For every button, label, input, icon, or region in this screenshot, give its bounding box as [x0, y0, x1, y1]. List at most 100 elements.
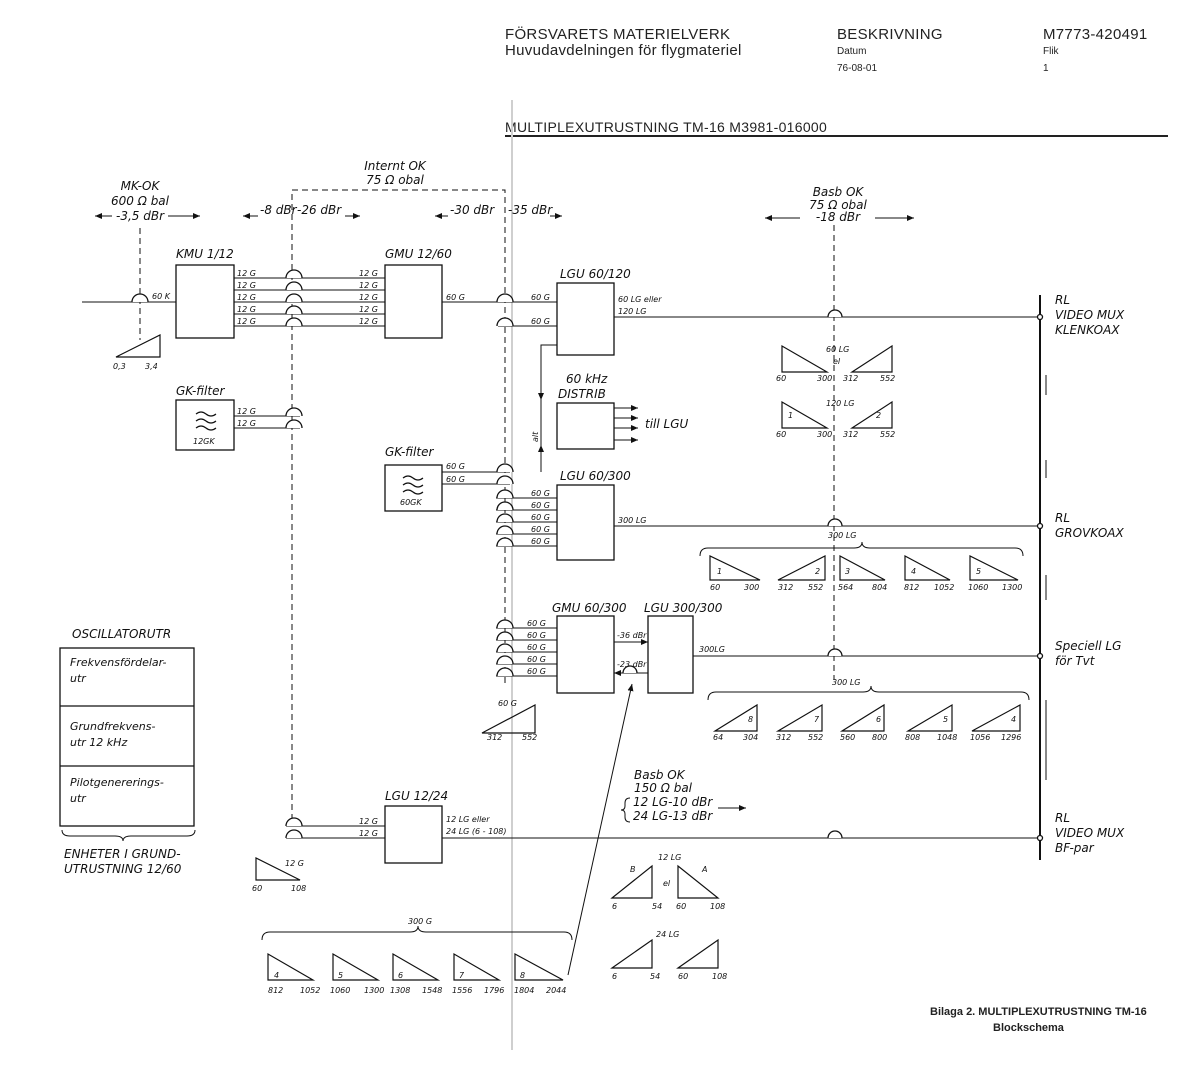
svg-text:2044: 2044	[546, 986, 566, 995]
division-name: Huvudavdelningen för flygmateriel	[505, 42, 742, 59]
svg-text:6: 6	[612, 972, 617, 981]
svg-text:1052: 1052	[934, 583, 954, 592]
svg-text:12 G: 12 G	[359, 293, 378, 302]
svg-text:300: 300	[817, 374, 832, 383]
svg-text:108: 108	[710, 902, 725, 911]
svg-text:6: 6	[876, 715, 881, 724]
svg-text:120 LG: 120 LG	[826, 399, 854, 408]
document-header: FÖRSVARETS MATERIELVERK Huvudavdelningen…	[0, 0, 1200, 140]
svg-text:64: 64	[713, 733, 723, 742]
svg-text:5: 5	[976, 567, 981, 576]
svg-text:12 G: 12 G	[237, 293, 256, 302]
svg-text:24 LG-13 dBr: 24 LG-13 dBr	[633, 809, 713, 823]
svg-text:0,3: 0,3	[113, 362, 126, 371]
svg-text:B: B	[630, 865, 636, 874]
svg-text:560: 560	[840, 733, 855, 742]
svg-text:12 LG eller: 12 LG eller	[446, 815, 490, 824]
till-lgu-label: till LGU	[645, 417, 689, 431]
svg-text:60: 60	[776, 430, 786, 439]
svg-text:Grundfrekvens-: Grundfrekvens-	[70, 720, 155, 733]
oscillator-box	[59, 647, 195, 827]
svg-text:1300: 1300	[1002, 583, 1022, 592]
svg-text:24 LG (6 - 108): 24 LG (6 - 108)	[446, 827, 507, 836]
svg-text:1308: 1308	[390, 986, 410, 995]
svg-text:12 G: 12 G	[359, 829, 378, 838]
svg-text:1804: 1804	[514, 986, 534, 995]
svg-text:552: 552	[880, 430, 895, 439]
svg-text:-3,5 dBr: -3,5 dBr	[116, 209, 165, 223]
svg-text:12 G: 12 G	[237, 281, 256, 290]
svg-text:60 G: 60 G	[531, 537, 550, 546]
distrib-block	[556, 402, 615, 450]
org-name: FÖRSVARETS MATERIELVERK	[505, 26, 731, 43]
svg-text:MK-OK: MK-OK	[121, 179, 161, 193]
svg-text:2: 2	[876, 411, 881, 420]
svg-text:300: 300	[744, 583, 759, 592]
svg-text:ENHETER I GRUND-: ENHETER I GRUND-	[64, 847, 181, 861]
tab-value: 1	[1043, 63, 1049, 74]
svg-text:8: 8	[520, 971, 525, 980]
svg-text:7: 7	[459, 971, 465, 980]
svg-text:-23 dBr: -23 dBr	[617, 660, 647, 669]
svg-text:Internt OK: Internt OK	[364, 159, 427, 173]
alt-label: alt	[531, 431, 540, 442]
lgu-60-300-title: LGU 60/300	[560, 469, 631, 483]
svg-text:108: 108	[291, 884, 306, 893]
svg-text:BF-par: BF-par	[1055, 841, 1095, 855]
svg-text:1: 1	[788, 411, 793, 420]
svg-text:KLENKOAX: KLENKOAX	[1055, 323, 1120, 337]
svg-text:Frekvensfördelar-: Frekvensfördelar-	[70, 656, 167, 669]
svg-text:60 G: 60 G	[446, 293, 465, 302]
date-value: 76-08-01	[837, 63, 878, 74]
svg-text:-26 dBr: -26 dBr	[297, 203, 342, 217]
svg-text:1556: 1556	[452, 986, 472, 995]
svg-text:60 G: 60 G	[446, 462, 465, 471]
svg-text:60 G: 60 G	[527, 643, 546, 652]
interface-lines	[139, 189, 835, 820]
gk-filter-60-block	[384, 464, 443, 512]
output-labels: RL VIDEO MUX KLENKOAX RL GROVKOAX Specie…	[1055, 293, 1125, 855]
svg-text:312: 312	[776, 733, 791, 742]
svg-text:60 G: 60 G	[531, 317, 550, 326]
doc-subject: MULTIPLEXUTRUSTNING TM-16 M3981-016000	[505, 119, 828, 135]
gk-filter-60-sub: 60GK	[400, 498, 422, 507]
svg-text:552: 552	[522, 733, 537, 742]
lgu-12-24-title: LGU 12/24	[385, 789, 448, 803]
svg-text:1052: 1052	[300, 986, 320, 995]
svg-text:12 G: 12 G	[359, 281, 378, 290]
svg-text:300 G: 300 G	[408, 917, 432, 926]
svg-text:3,4: 3,4	[145, 362, 158, 371]
gk-filter-12-sub: 12GK	[193, 437, 215, 446]
svg-text:UTRUSTNING 12/60: UTRUSTNING 12/60	[64, 862, 182, 876]
svg-text:300LG: 300LG	[699, 645, 725, 654]
gmu-12-60-title: GMU 12/60	[385, 247, 452, 261]
lgu-60-120-block	[556, 282, 615, 356]
svg-text:utr: utr	[70, 792, 87, 805]
svg-text:60: 60	[252, 884, 262, 893]
svg-text:312: 312	[487, 733, 502, 742]
svg-text:54: 54	[652, 902, 662, 911]
svg-text:60 G: 60 G	[531, 525, 550, 534]
svg-text:60 G: 60 G	[527, 631, 546, 640]
svg-text:5: 5	[338, 971, 343, 980]
svg-text:Basb OK: Basb OK	[813, 185, 865, 199]
oscillator-section: OSCILLATORUTR Frekvensfördelar- utr Grun…	[64, 627, 182, 876]
svg-text:60: 60	[678, 972, 688, 981]
date-label: Datum	[837, 46, 867, 57]
svg-text:GROVKOAX: GROVKOAX	[1055, 526, 1124, 540]
svg-text:12 G: 12 G	[237, 269, 256, 278]
svg-text:-36 dBr: -36 dBr	[617, 631, 647, 640]
svg-text:812: 812	[904, 583, 919, 592]
svg-text:Speciell LG: Speciell LG	[1055, 639, 1121, 653]
svg-text:12 LG: 12 LG	[658, 853, 681, 862]
svg-text:564: 564	[838, 583, 853, 592]
svg-text:75 Ω obal: 75 Ω obal	[809, 198, 867, 212]
svg-text:304: 304	[743, 733, 758, 742]
svg-text:12 LG-10 dBr: 12 LG-10 dBr	[633, 795, 713, 809]
svg-text:12 G: 12 G	[359, 269, 378, 278]
svg-text:1056: 1056	[970, 733, 990, 742]
svg-text:312: 312	[843, 374, 858, 383]
svg-text:Basb OK: Basb OK	[634, 768, 686, 782]
distrib-name: DISTRIB	[558, 387, 606, 401]
header-rule	[505, 135, 1168, 137]
